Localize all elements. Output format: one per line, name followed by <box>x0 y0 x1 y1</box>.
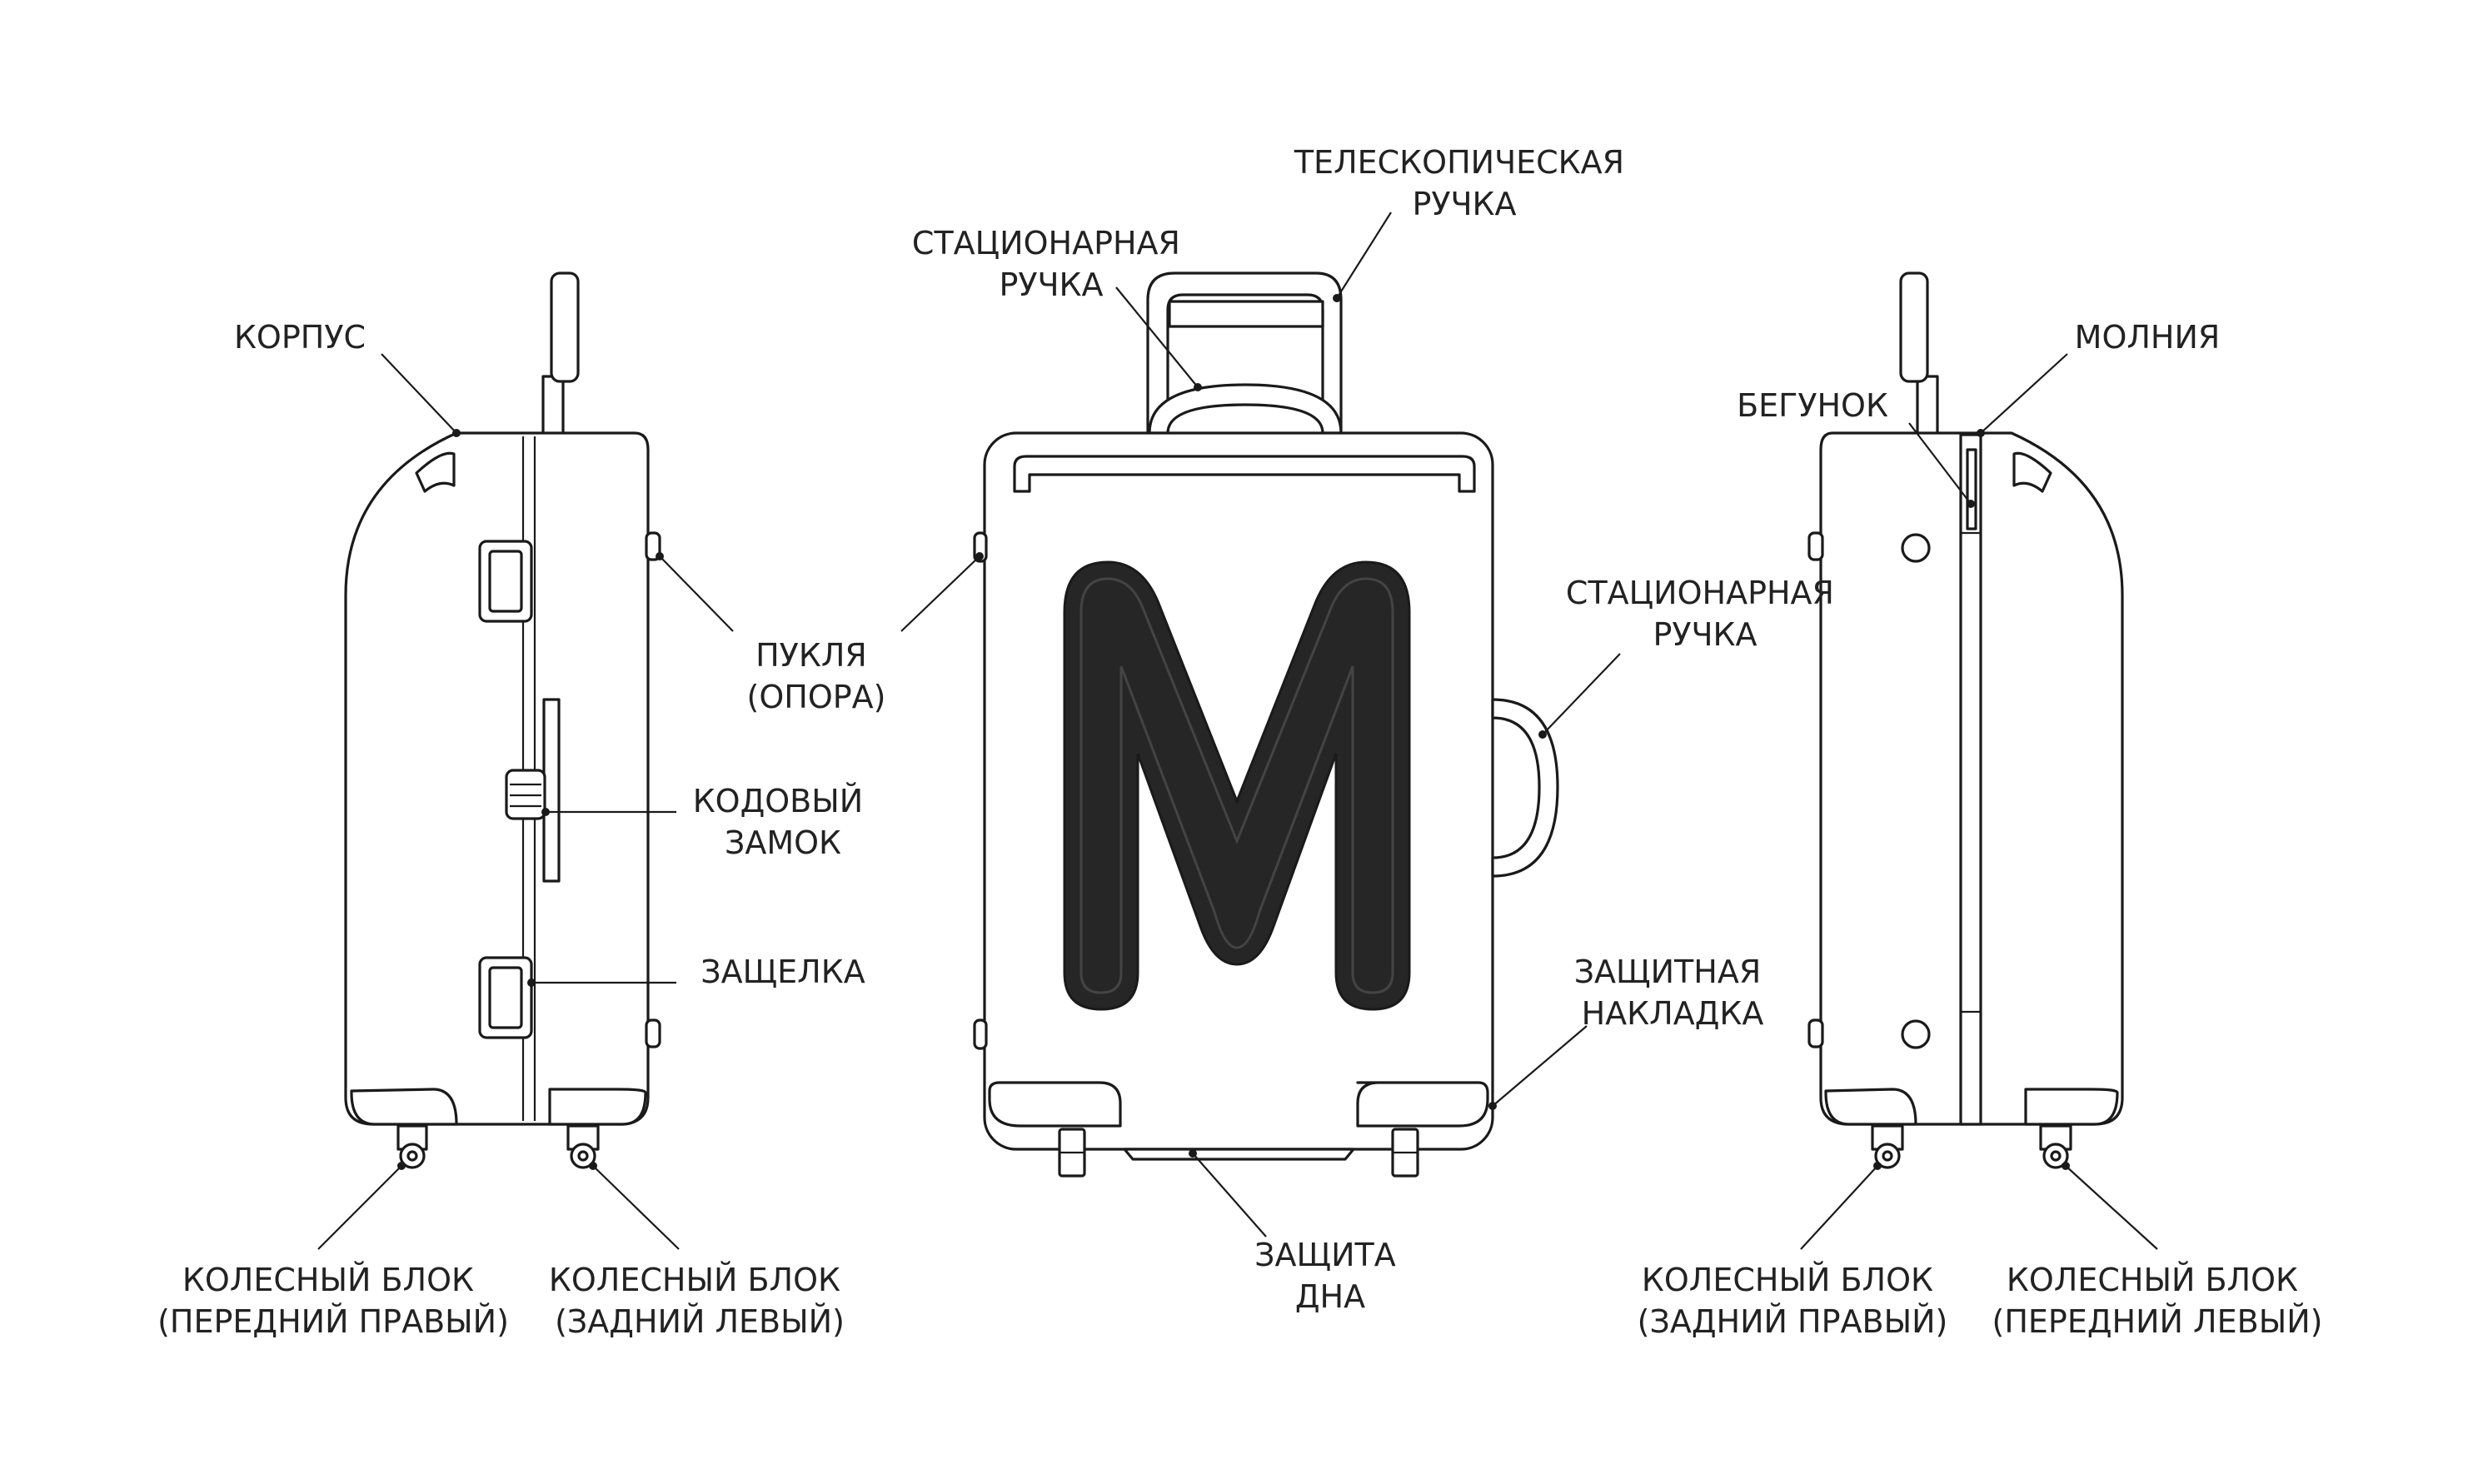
label-korpus: КОРПУС <box>234 319 366 356</box>
right-foot-top <box>1807 531 1824 561</box>
top-handle-side <box>415 451 456 493</box>
right-side-view <box>1807 271 2124 1169</box>
right-wheel-housing-left <box>1871 1124 1904 1151</box>
right-foot-bottom <box>1807 1018 1824 1048</box>
code-lock-dials <box>510 783 541 808</box>
label-wheel-front-right: КОЛЕСНЫЙ БЛОК (ПЕРЕДНИЙ ПРАВЫЙ) <box>157 1262 509 1340</box>
label-stationary-top-handle: СТАЦИОНАРНАЯ РУЧКА <box>912 225 1190 303</box>
rivet-bottom <box>1901 1019 1931 1049</box>
zipper-stops <box>1961 531 1981 1013</box>
leader-lines <box>317 212 2158 1250</box>
wheel-hub-rear-left <box>577 1150 589 1162</box>
label-code-lock: КОДОВЫЙ ЗАМОК <box>693 783 874 861</box>
wheel-hub-front-left <box>2050 1150 2062 1162</box>
left-side-view <box>344 271 661 1169</box>
wheel-housing-left <box>396 1124 428 1151</box>
front-view <box>973 271 1559 1178</box>
front-corner-guard-right <box>1356 1081 1489 1128</box>
telescopic-handle-grip <box>550 271 580 383</box>
right-top-handle <box>2012 451 2052 493</box>
stationary-top-handle <box>1148 383 1343 435</box>
bottom-protection <box>1123 1148 1355 1161</box>
label-bottom-protection: ЗАЩИТА ДНА <box>1254 1237 1406 1315</box>
telescopic-rod <box>541 375 565 438</box>
label-wheel-rear-left: КОЛЕСНЫЙ БЛОК (ЗАДНИЙ ЛЕВЫЙ) <box>549 1262 850 1340</box>
right-telescopic-grip <box>1899 271 1929 383</box>
zipper-puller <box>1966 448 1977 530</box>
front-shell <box>983 431 1494 1151</box>
wheel-hub-front-right <box>406 1150 418 1162</box>
right-telescopic-rod <box>1916 375 1939 438</box>
right-wheel-housing-right <box>2039 1124 2072 1151</box>
telescopic-handle-bar <box>1168 300 1324 328</box>
wheel-housing-right <box>566 1124 600 1151</box>
right-corner-guard-left <box>1824 1088 1917 1126</box>
logo-letter-m-outline <box>1079 577 1394 994</box>
logo-letter-m <box>1063 560 1411 1011</box>
corner-guard-left <box>350 1088 458 1126</box>
label-protective-pad: ЗАЩИТНАЯ НАКЛАДКА <box>1574 954 1772 1032</box>
wheel-hub-rear-right <box>1882 1150 1893 1162</box>
side-shell <box>344 431 650 1126</box>
front-corner-guard-left <box>988 1081 1122 1128</box>
label-begunok: БЕГУНОК <box>1737 387 1888 424</box>
label-pyklya: ПУКЛЯ (ОПОРА) <box>747 637 886 715</box>
label-wheel-front-left: КОЛЕСНЫЙ БЛОК (ПЕРЕДНИЙ ЛЕВЫЙ) <box>1992 1262 2323 1340</box>
code-lock-plate <box>542 698 561 883</box>
label-wheel-rear-right: КОЛЕСНЫЙ БЛОК (ЗАДНИЙ ПРАВЫЙ) <box>1638 1262 1948 1340</box>
latch-top-inner <box>488 550 523 613</box>
latch-bottom-inner <box>488 966 523 1029</box>
zipper-strip <box>1959 433 1982 1126</box>
label-telescopic-handle: ТЕЛЕСКОПИЧЕСКАЯ РУЧКА <box>1294 144 1634 222</box>
label-latch: ЗАЩЕЛКА <box>701 954 865 990</box>
rivet-top <box>1901 533 1931 563</box>
top-rim <box>1013 455 1476 493</box>
side-stationary-handle <box>1491 698 1559 878</box>
side-foot-top <box>645 531 661 561</box>
right-corner-guard-right <box>2024 1088 2119 1126</box>
label-molniya: МОЛНИЯ <box>2075 319 2221 356</box>
labels: КОРПУС ТЕЛЕСКОПИЧЕСКАЯ РУЧКА СТАЦИОНАРНА… <box>157 144 2322 1340</box>
label-stationary-side-handle: СТАЦИОНАРНАЯ РУЧКА <box>1566 575 1844 653</box>
corner-guard-right <box>548 1088 647 1126</box>
side-foot-bottom <box>645 1018 661 1048</box>
front-foot-bottom <box>973 1018 988 1050</box>
